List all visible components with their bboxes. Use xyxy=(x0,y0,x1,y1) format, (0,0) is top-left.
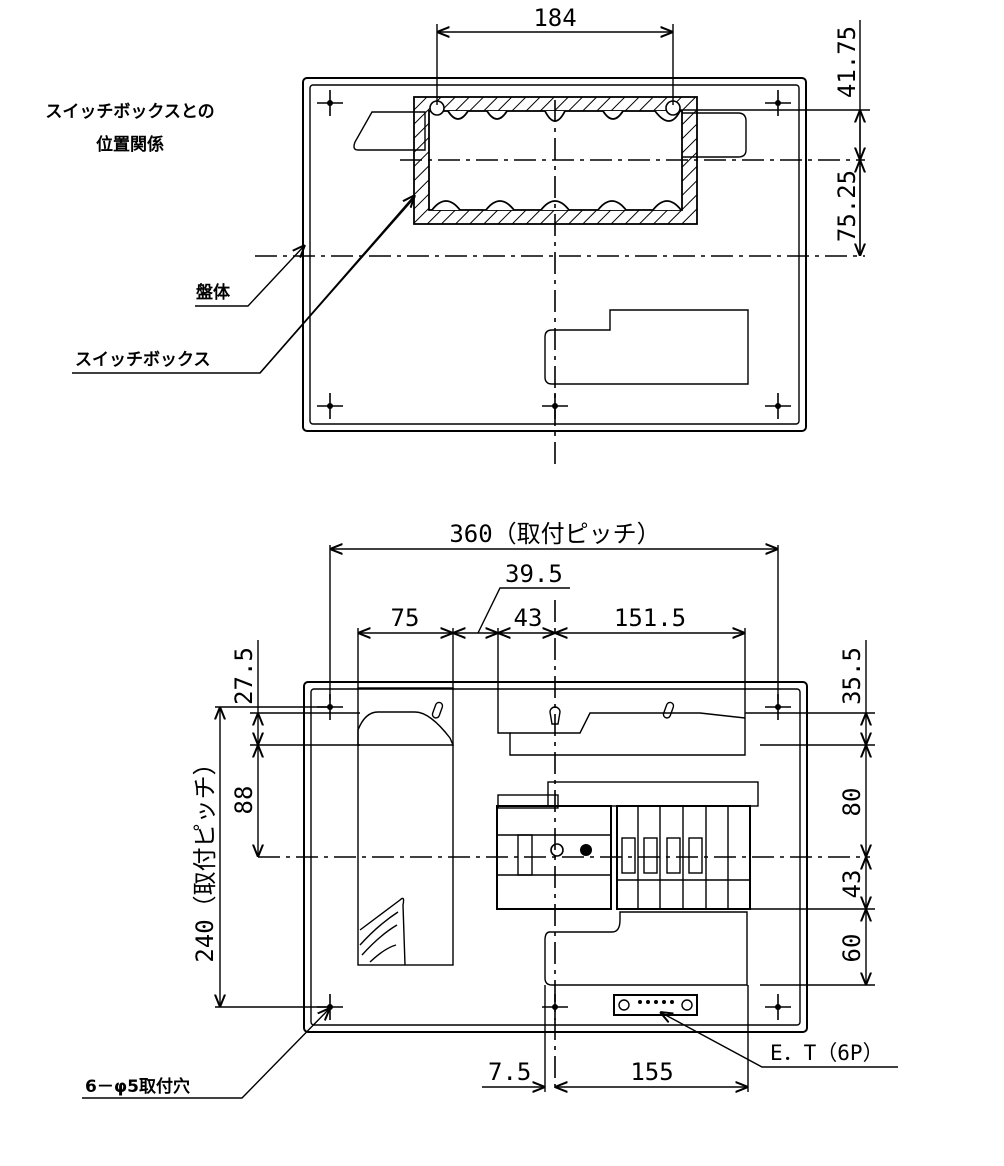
dim-41-75: 41.75 xyxy=(833,26,861,98)
left-wire-drawing xyxy=(359,897,406,966)
dim-60: 60 xyxy=(838,934,866,963)
top-knockout-bottom xyxy=(544,309,749,385)
label-terminal: E．T（6P） xyxy=(770,1041,884,1065)
dim-75-25: 75.25 xyxy=(833,170,861,242)
bottom-view: 360（取付ピッチ） 75 43 151.5 39.5 27.5 88 240（… xyxy=(82,520,898,1099)
right-top-knockout xyxy=(497,688,746,756)
top-caption-line1: スイッチボックスとの xyxy=(45,102,214,122)
top-caption-line2: 位置関係 xyxy=(96,134,164,155)
left-knockout-area xyxy=(357,687,454,966)
dim-35-5: 35.5 xyxy=(838,647,866,705)
dim-360-pitch: 360（取付ピッチ） xyxy=(449,520,660,548)
dim-80: 80 xyxy=(838,788,866,817)
top-knockout-left xyxy=(353,111,426,151)
dim-43-top: 43 xyxy=(514,604,543,632)
dim-43-right: 43 xyxy=(838,870,866,899)
top-view: 184 41.75 75.25 スイッチボックスとの 位置関係 盤体 スイッチボ… xyxy=(45,4,870,470)
label-enclosure: 盤体 xyxy=(196,282,231,303)
lower-cutout xyxy=(544,911,748,986)
dim-39-5: 39.5 xyxy=(505,560,563,588)
top-mount-mark xyxy=(316,392,344,420)
dim-88: 88 xyxy=(230,786,258,815)
terminal-block xyxy=(613,994,698,1016)
dim-27-5: 27.5 xyxy=(230,647,258,705)
top-mount-mark xyxy=(764,89,792,117)
dim-184: 184 xyxy=(533,4,576,32)
dim-7-5: 7.5 xyxy=(488,1058,531,1086)
label-switch-box: スイッチボックス xyxy=(75,350,211,370)
dim-240-pitch: 240（取付ピッチ） xyxy=(191,751,219,962)
dim-151-5: 151.5 xyxy=(614,604,686,632)
dim-155: 155 xyxy=(630,1058,673,1086)
label-mount-holes: 6－φ5取付穴 xyxy=(85,1076,190,1097)
dim-75: 75 xyxy=(391,604,420,632)
top-mount-mark xyxy=(764,392,792,420)
bottom-mount-hole xyxy=(764,993,792,1021)
top-mount-mark xyxy=(316,89,344,117)
breaker-group xyxy=(496,781,759,910)
